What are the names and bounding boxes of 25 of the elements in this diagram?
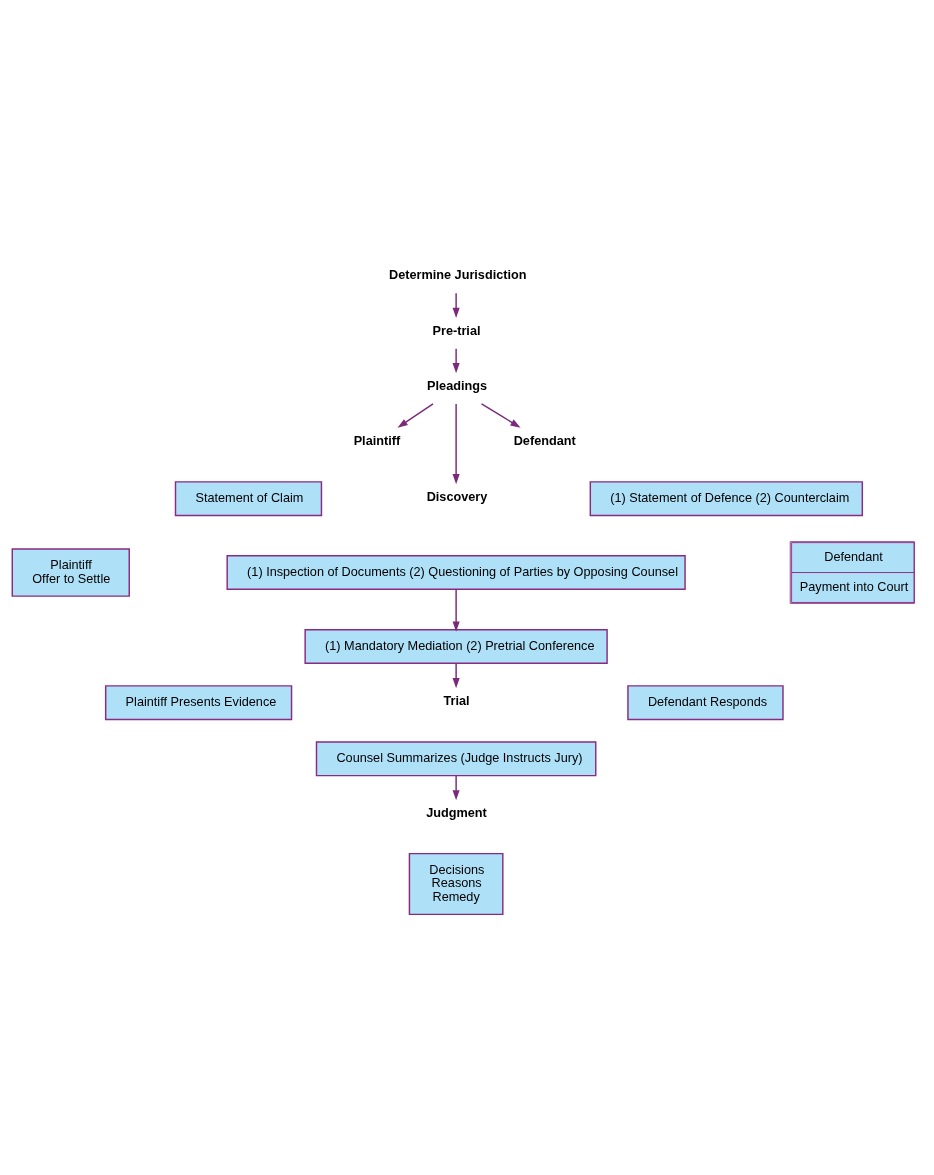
node-box: Statement of Claim: [174, 481, 323, 517]
node-box: Defendant Responds: [627, 685, 784, 721]
arrow: [452, 588, 460, 632]
arrow: [452, 292, 460, 318]
node-text: Pre-trial: [432, 323, 481, 338]
arrow: [452, 774, 460, 801]
node-box: (1) Mandatory Mediation (2) Pretrial Conference: [304, 628, 608, 664]
node-box: Plaintiff Presents Evidence: [104, 685, 293, 721]
arrow: [452, 403, 460, 485]
node-text: Determine Jurisdiction: [389, 268, 527, 283]
arrow: [480, 403, 521, 428]
arrow: [397, 403, 434, 428]
node-text: Defendant: [513, 434, 576, 449]
node-text: Pleadings: [427, 379, 488, 394]
node-text: Trial: [443, 694, 470, 709]
node-text: Plaintiff: [353, 434, 401, 449]
arrow: [452, 662, 460, 689]
node-box: Plaintiff Offer to Settle: [11, 548, 130, 597]
node-box: (1) Statement of Defence (2) Counterclaim: [589, 481, 864, 517]
node-box: (1) Inspection of Documents (2) Questioning of Parties by Opposing Counsel: [226, 555, 686, 591]
node-text: Discovery: [426, 490, 488, 505]
arrow: [452, 347, 460, 374]
node-box: Decisions Reasons Remedy: [408, 852, 504, 916]
node-text: Judgment: [426, 806, 487, 821]
node-box: Counsel Summarizes (Judge Instructs Jury): [315, 741, 597, 777]
